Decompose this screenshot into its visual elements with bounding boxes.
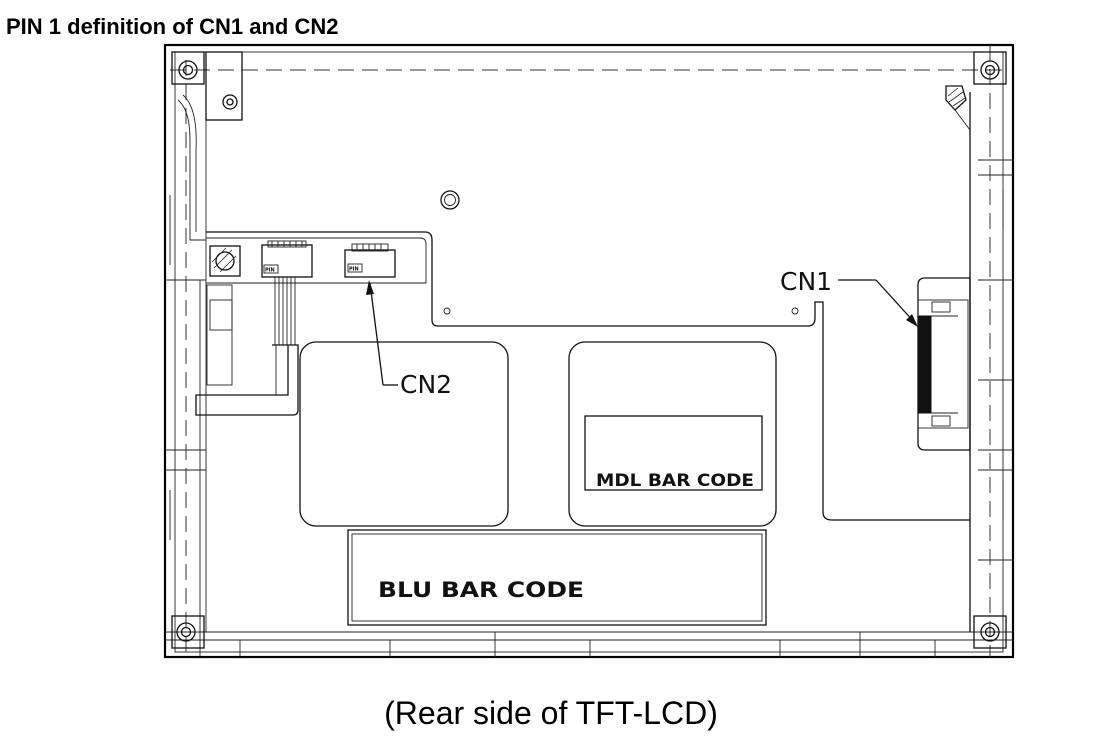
mounting-hole: [440, 190, 460, 210]
inner-frame: [174, 51, 1004, 653]
svg-text:PIN: PIN: [265, 268, 275, 274]
cn1-label: CN1: [780, 267, 832, 296]
cn1-leader: [838, 279, 918, 327]
pad-left: [299, 341, 509, 527]
connector-block-left: PIN: [261, 240, 313, 278]
hatched-bracket-tr: [945, 85, 967, 111]
pad-right: [568, 341, 777, 527]
diagram-heading: PIN 1 definition of CN1 and CN2: [6, 14, 339, 39]
cn2-label: CN2: [400, 370, 452, 399]
cn1-connector: [917, 277, 971, 451]
hatched-block-cn2: [209, 245, 241, 277]
corner-screw-tr: [973, 51, 1007, 85]
corner-screw-bl: [171, 615, 205, 649]
corner-screw-br: [973, 615, 1007, 649]
cn2-leader: [366, 280, 398, 386]
blu-bar-code-box: [347, 529, 767, 626]
mdl-bar-code-label: MDL BAR CODE: [596, 471, 754, 491]
svg-text:PIN: PIN: [349, 267, 359, 273]
mdl-bar-code-box: [584, 415, 763, 491]
blu-bar-code-label: BLU BAR CODE: [378, 578, 584, 602]
cn2-connector: PIN: [344, 243, 396, 278]
outer-frame: [163, 43, 1015, 659]
corner-screw-tl: [171, 51, 205, 85]
diagram-caption: (Rear side of TFT-LCD): [384, 695, 718, 731]
flex-cable: [195, 277, 299, 416]
pcb-outline: [206, 231, 970, 521]
